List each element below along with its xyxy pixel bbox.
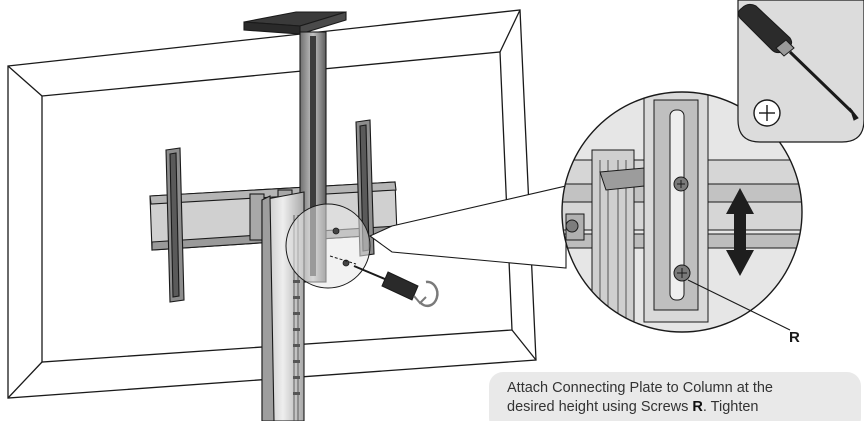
detail-screws (332, 227, 350, 267)
instruction-line-2: desired height using Screws R. Tighten (507, 398, 851, 417)
magnified-detail (561, 91, 803, 333)
instruction-panel: Attach Connecting Plate to Column at the… (489, 372, 861, 421)
screw-r-leader (687, 279, 791, 331)
screw-upper (673, 176, 689, 192)
screw-r-label: R (789, 329, 800, 346)
instruction-line-2-suffix: . Tighten (702, 399, 759, 415)
instruction-screw-ref: R (692, 399, 703, 415)
rotate-arrow-icon (413, 280, 439, 308)
detail-focus-circle (285, 203, 371, 289)
instruction-line-2-prefix: desired height using Screws (507, 399, 693, 415)
vertical-adjust-arrow-icon (726, 188, 754, 276)
phillips-screwdriver-icon (737, 3, 859, 121)
screwdriver-small (353, 265, 419, 301)
instruction-line-1: Attach Connecting Plate to Column at the (507, 380, 773, 396)
phillips-head-symbol-icon (753, 99, 781, 127)
bracket-arm-left (165, 147, 185, 303)
screw-r (673, 264, 691, 282)
tool-box (737, 0, 864, 143)
